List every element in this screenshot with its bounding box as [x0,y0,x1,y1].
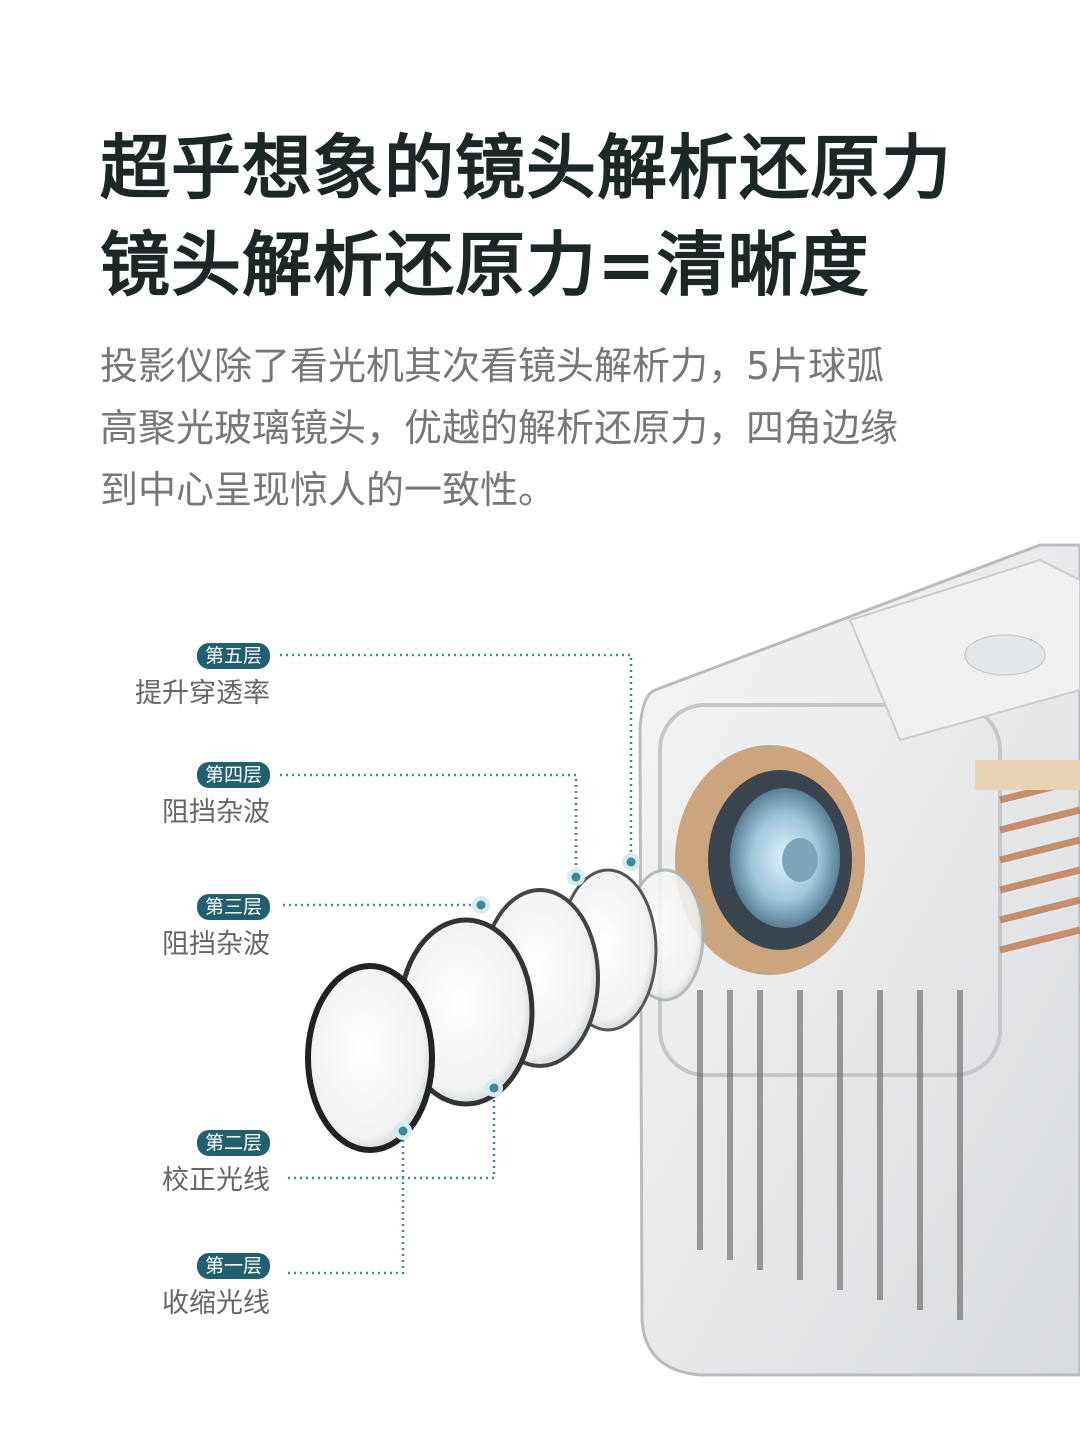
layer-2-label: 第二层 校正光线 [162,1130,270,1197]
description-line-2: 高聚光玻璃镜头，优越的解析还原力，四角边缘 [100,406,899,450]
layer-text: 校正光线 [162,1165,270,1196]
description: 投影仪除了看光机其次看镜头解析力，5片球弧 高聚光玻璃镜头，优越的解析还原力，四… [100,335,1000,521]
layer-1-label: 第一层 收缩光线 [162,1253,270,1320]
layer-text: 收缩光线 [162,1288,270,1319]
layer-5-label: 第五层 提升穿透率 [135,643,270,710]
headline-line-2: 镜头解析还原力=清晰度 [100,224,870,306]
layer-badge: 第二层 [196,1130,270,1156]
projector-body [638,543,1080,1377]
layer-text: 提升穿透率 [135,678,270,709]
layer-text: 阻挡杂波 [162,797,270,828]
layer-4-label: 第四层 阻挡杂波 [162,762,270,829]
lens-stack [305,868,705,1153]
layer-3-label: 第三层 阻挡杂波 [162,894,270,961]
description-line-3: 到中心呈现惊人的一致性。 [100,468,557,512]
connector-dots [394,853,640,1140]
headline-line-1: 超乎想象的镜头解析还原力 [100,127,952,209]
layer-badge: 第五层 [196,643,270,669]
layer-badge: 第四层 [196,762,270,788]
connector-lines [280,653,633,1275]
description-line-1: 投影仪除了看光机其次看镜头解析力，5片球弧 [100,344,885,388]
layer-text: 阻挡杂波 [162,929,270,960]
layer-badge: 第三层 [196,894,270,920]
layer-badge: 第一层 [196,1253,270,1279]
projector-lens [675,745,865,975]
